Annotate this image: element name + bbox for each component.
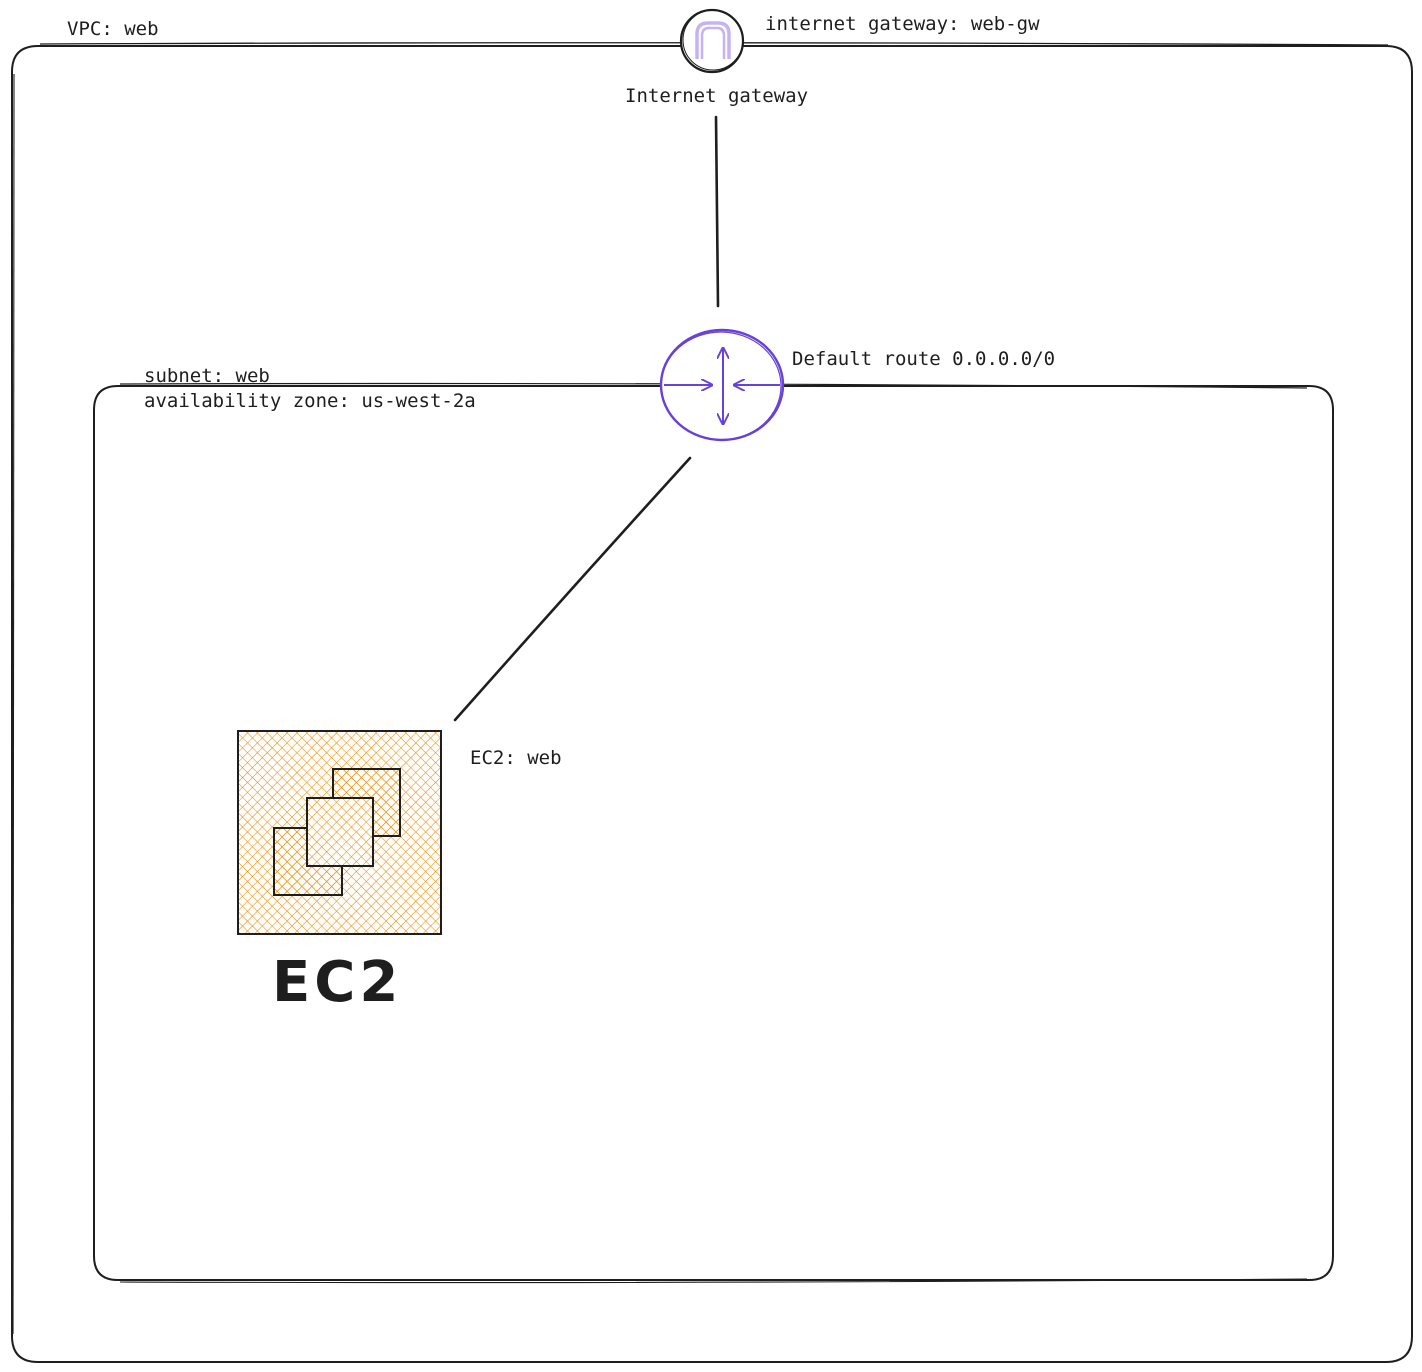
router-icon[interactable] (659, 328, 785, 442)
router-ec2-connector[interactable] (453, 456, 692, 722)
default-route-label: Default route 0.0.0.0/0 (792, 348, 1056, 370)
vpc-label: VPC: web (67, 18, 159, 40)
internet-gateway-icon[interactable] (679, 8, 745, 74)
availability-zone-label: availability zone: us-west-2a (144, 390, 476, 412)
internet-gateway-caption: Internet gateway (625, 85, 809, 107)
vpc-container[interactable] (11, 42, 1413, 1363)
gateway-router-connector[interactable] (714, 115, 720, 308)
ec2-instance-icon[interactable] (237, 730, 442, 935)
ec2-caption: EC2 (272, 950, 403, 1015)
subnet-name-label: subnet: web (144, 365, 270, 387)
ec2-name-label: EC2: web (470, 747, 562, 769)
internet-gateway-name-label: internet gateway: web-gw (765, 13, 1040, 35)
